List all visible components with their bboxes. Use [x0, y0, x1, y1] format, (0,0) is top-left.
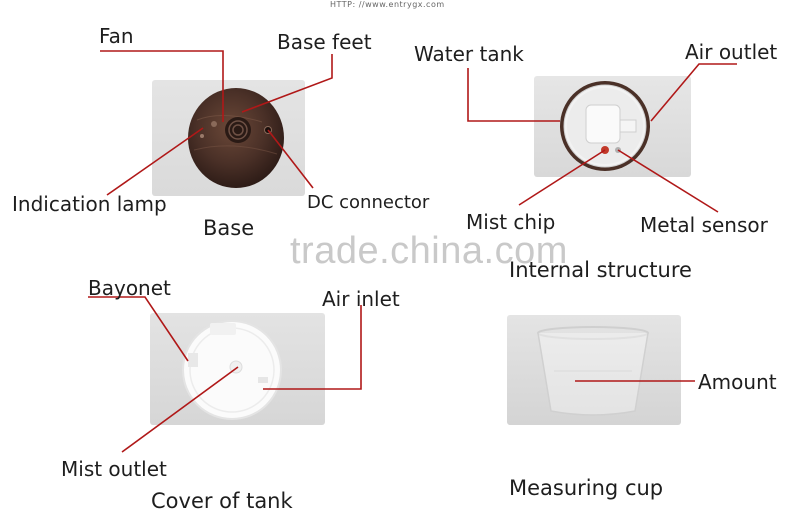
cup-illustration: [537, 326, 649, 416]
water-tank-callout-line: [467, 68, 560, 122]
label-water-tank: Water tank: [414, 42, 524, 66]
indication-lamp-callout-line: [106, 127, 204, 196]
base-device-illustration: [188, 88, 284, 188]
label-indication-lamp: Indication lamp: [12, 192, 167, 216]
site-url: HTTP: //www.entrygx.com: [330, 0, 445, 9]
caption-base: Base: [203, 216, 255, 240]
label-mist-chip: Mist chip: [466, 210, 556, 234]
caption-measuring-cup: Measuring cup: [509, 476, 664, 500]
air-inlet-callout-line: [263, 305, 362, 390]
fan-callout-line: [100, 50, 224, 122]
bayonet-callout-line: [88, 296, 189, 362]
label-dc-connector: DC connector: [307, 192, 430, 213]
watermark: trade.china.com: [290, 230, 568, 272]
air-outlet-callout-line: [650, 63, 737, 122]
dc-connector-callout-line: [267, 129, 314, 189]
cup-photo: [507, 315, 681, 425]
label-amount: Amount: [698, 370, 777, 394]
caption-cover-of-tank: Cover of tank: [151, 489, 293, 513]
base-feet-callout-line: [241, 54, 333, 113]
label-mist-outlet: Mist outlet: [61, 457, 167, 481]
internal-device-illustration: [560, 81, 650, 171]
label-bayonet: Bayonet: [88, 276, 171, 300]
label-air-outlet: Air outlet: [685, 40, 778, 64]
metal-sensor-callout-line: [617, 149, 719, 213]
label-metal-sensor: Metal sensor: [640, 213, 768, 237]
label-air-inlet: Air inlet: [322, 287, 400, 311]
label-base-feet: Base feet: [277, 30, 372, 54]
caption-internal-structure: Internal structure: [509, 258, 692, 282]
mist-chip-callout-line: [518, 149, 606, 206]
label-fan: Fan: [99, 24, 134, 48]
mist-outlet-callout-line: [121, 366, 239, 453]
